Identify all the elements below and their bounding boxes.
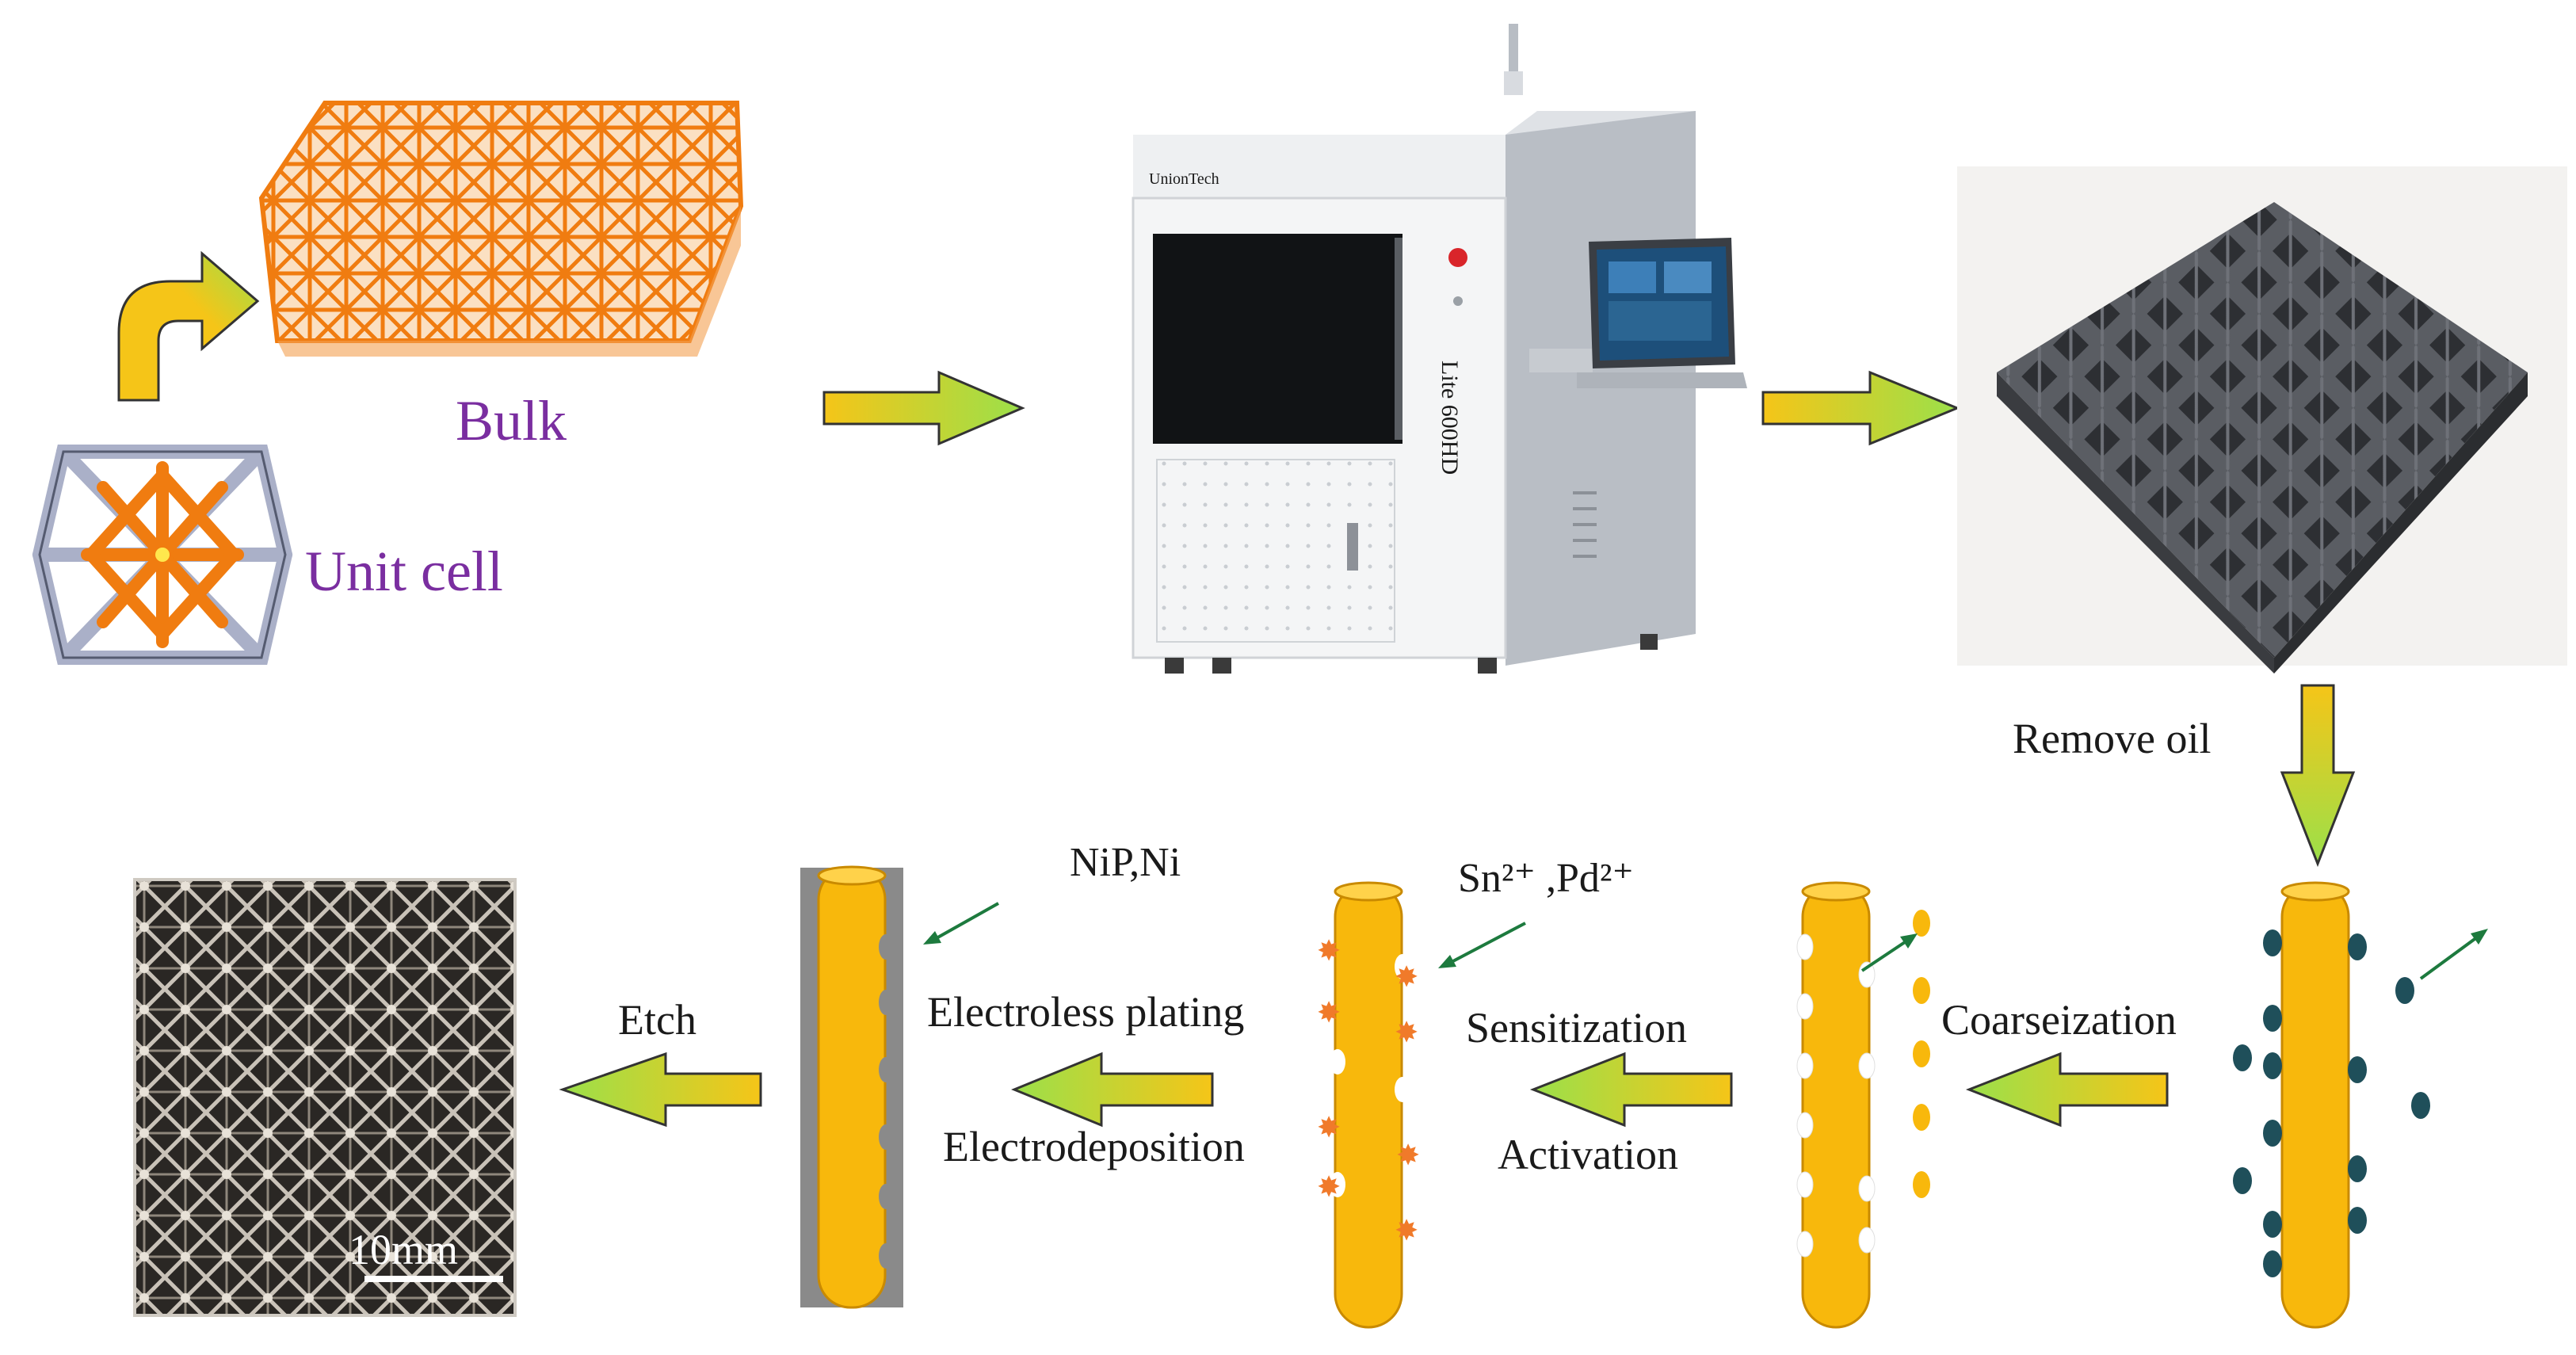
svg-text:✸: ✸ — [1317, 935, 1341, 968]
arrow-left-2-icon — [1529, 1052, 1733, 1128]
arrow-left-1-icon — [1965, 1052, 2169, 1128]
scale-bar-label: 10mm — [349, 1226, 458, 1273]
remove-oil-label: Remove oil — [2013, 715, 2211, 762]
rod-etched — [1796, 881, 1930, 1329]
arrow-left-4-icon — [559, 1052, 762, 1128]
sensitization-label: Sensitization — [1466, 1004, 1687, 1052]
svg-text:✸: ✸ — [1317, 1171, 1341, 1204]
rod-activated: ✸ ✸ ✸ ✸ ✸ ✸ ✸ ✸ — [1317, 881, 1526, 1329]
arrow-down-icon — [2280, 684, 2356, 868]
svg-text:✸: ✸ — [1395, 1215, 1418, 1247]
bulk-label: Bulk — [456, 389, 567, 452]
printer-image: UnionTech Lite 600HD — [1132, 22, 1751, 704]
svg-text:✸: ✸ — [1317, 1112, 1341, 1144]
nip-ni-label: NiP,Ni — [1070, 840, 1181, 885]
scale-bar — [364, 1276, 503, 1282]
bulk-lattice-image — [258, 101, 744, 357]
coarseization-label: Coarseization — [1941, 996, 2177, 1044]
arrow-right-1-icon — [822, 370, 1025, 446]
unit-cell-image — [30, 432, 300, 670]
printer-brand-label: UnionTech — [1149, 170, 1219, 188]
arrow-left-3-icon — [1011, 1052, 1214, 1128]
rod-plated — [800, 865, 999, 1309]
electrodeposition-label: Electrodeposition — [943, 1123, 1245, 1170]
sn-pd-label: Sn²⁺ ,Pd²⁺ — [1458, 856, 1634, 901]
svg-text:✸: ✸ — [1395, 961, 1418, 994]
etch-label: Etch — [618, 996, 696, 1044]
activation-label: Activation — [1498, 1131, 1678, 1178]
rod-coarseization — [2233, 881, 2488, 1329]
final-lattice-photo: 10mm — [133, 878, 517, 1317]
unit-cell-label: Unit cell — [305, 540, 503, 603]
printer-model-label: Lite 600HD — [1437, 361, 1463, 475]
svg-text:✸: ✸ — [1395, 1017, 1418, 1049]
electroless-plating-label: Electroless plating — [927, 988, 1244, 1036]
curved-arrow-icon — [117, 250, 260, 402]
arrow-right-2-icon — [1761, 370, 1960, 446]
printed-lattice-image — [1957, 166, 2567, 674]
svg-text:✸: ✸ — [1317, 997, 1341, 1029]
svg-text:✸: ✸ — [1396, 1139, 1420, 1172]
